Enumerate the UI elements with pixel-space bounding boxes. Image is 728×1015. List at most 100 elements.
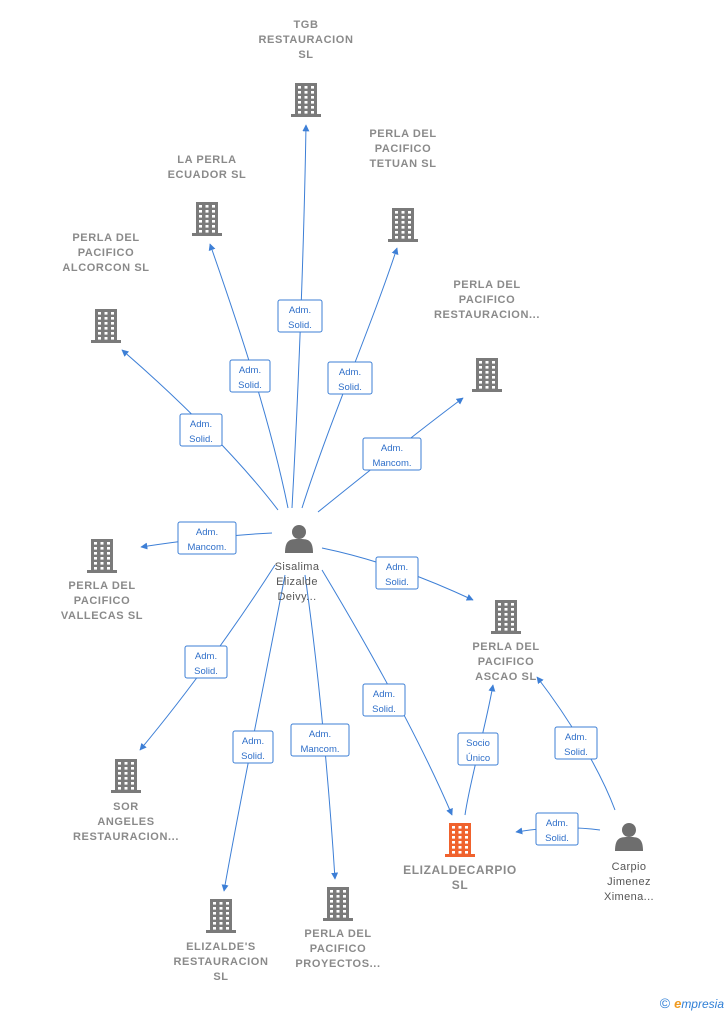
building-window [343, 900, 346, 903]
building-window [98, 317, 101, 320]
edge-label-vallecas[interactable]: Adm.Mancom. [177, 521, 237, 555]
node-label-line: LA PERLA [177, 154, 236, 166]
building-window [511, 628, 514, 631]
person-icon[interactable] [615, 823, 643, 851]
company-node-restauracion[interactable]: PERLA DELPACIFICORESTAURACION... [434, 279, 540, 392]
edge-label-restauracion[interactable]: Adm.Mancom. [362, 437, 422, 471]
building-icon[interactable] [291, 83, 321, 117]
building-window [304, 86, 308, 89]
edge-label-carpio-ascao[interactable]: Adm.Solid. [554, 726, 598, 760]
building-window [479, 366, 482, 369]
building-icon[interactable] [491, 600, 521, 634]
person-node-sisalima[interactable]: SisalimaElizaldeDeivy... [275, 525, 320, 603]
node-label-line: TGB [293, 19, 318, 31]
building-window [131, 787, 134, 790]
edge-label-box [184, 645, 228, 679]
company-node-proyectos[interactable]: PERLA DELPACIFICOPROYECTOS... [295, 887, 380, 970]
edge-label-tetuan[interactable]: Adm.Solid. [327, 361, 373, 395]
building-window [498, 618, 501, 621]
building-window [336, 915, 340, 918]
node-label-line: Deivy... [277, 591, 316, 603]
edge-label-sor[interactable]: Adm.Solid. [184, 645, 228, 679]
edge-label-ascao[interactable]: Adm.Solid. [375, 556, 419, 590]
building-icon[interactable] [323, 887, 353, 921]
building-window [107, 557, 110, 560]
building-icon[interactable] [388, 208, 418, 242]
person-body [285, 539, 313, 553]
node-label-line: PACIFICO [78, 247, 135, 259]
building-icon[interactable] [206, 899, 236, 933]
building-icon[interactable] [472, 358, 502, 392]
building-window [199, 215, 202, 218]
building-window [107, 542, 110, 545]
building-window [205, 225, 209, 228]
edge-label-proyectos[interactable]: Adm.Mancom. [290, 723, 350, 757]
edge-label-text: Solid. [338, 382, 362, 393]
edge-label-text: Adm. [239, 365, 261, 376]
edge-label-ecuador[interactable]: Adm.Solid. [229, 359, 271, 393]
building-icon[interactable] [91, 309, 121, 343]
building-window [226, 927, 229, 930]
building-icon[interactable] [87, 539, 117, 573]
copyright-icon: © [659, 995, 671, 1011]
building-window [111, 322, 114, 325]
building-window [118, 767, 121, 770]
building-window [498, 608, 501, 611]
building-window [479, 386, 482, 389]
edge-label-text: Solid. [545, 833, 569, 844]
building-window [131, 762, 134, 765]
person-head [622, 823, 636, 837]
building-window [343, 915, 346, 918]
edge-label-text: Adm. [242, 736, 264, 747]
node-label-line: PACIFICO [74, 595, 131, 607]
node-label-line: Ximena... [604, 891, 654, 903]
building-window [226, 907, 229, 910]
edge-label-alcorcon[interactable]: Adm.Solid. [179, 413, 223, 447]
building-window [395, 226, 398, 229]
building-window [298, 96, 301, 99]
building-window [408, 211, 411, 214]
edge-label-tgb[interactable]: Adm.Solid. [277, 299, 323, 333]
company-node-sor[interactable]: SORANGELESRESTAURACION... [73, 759, 179, 843]
edge-label-text: Adm. [373, 689, 395, 700]
building-window [118, 772, 121, 775]
building-window [336, 895, 340, 898]
node-label-line: Sisalima [275, 561, 320, 573]
building-window [330, 900, 333, 903]
building-icon[interactable] [445, 823, 475, 857]
building-window [479, 371, 482, 374]
node-label-line: ELIZALDE'S [186, 941, 256, 953]
building-window [94, 547, 97, 550]
edge-label-elizaldes[interactable]: Adm.Solid. [232, 730, 274, 764]
building-window [395, 221, 398, 224]
building-icon[interactable] [192, 202, 222, 236]
building-window [118, 787, 121, 790]
edge-label-elizaldecarpio[interactable]: Adm.Solid. [362, 683, 406, 717]
building-base [111, 790, 141, 793]
person-icon[interactable] [285, 525, 313, 553]
building-window [504, 608, 508, 611]
building-window [100, 557, 104, 560]
building-window [304, 101, 308, 104]
building-window [395, 211, 398, 214]
edge-label-carpio-elizaldecarpio[interactable]: Adm.Solid. [535, 812, 579, 846]
person-node-carpio[interactable]: CarpioJimenezXimena... [604, 823, 654, 903]
node-label-line: ASCAO SL [475, 671, 537, 683]
building-window [212, 220, 215, 223]
building-window [131, 782, 134, 785]
building-window [118, 777, 121, 780]
edge-label-box [375, 556, 419, 590]
building-window [94, 567, 97, 570]
building-icon[interactable] [111, 759, 141, 793]
building-window [219, 912, 223, 915]
